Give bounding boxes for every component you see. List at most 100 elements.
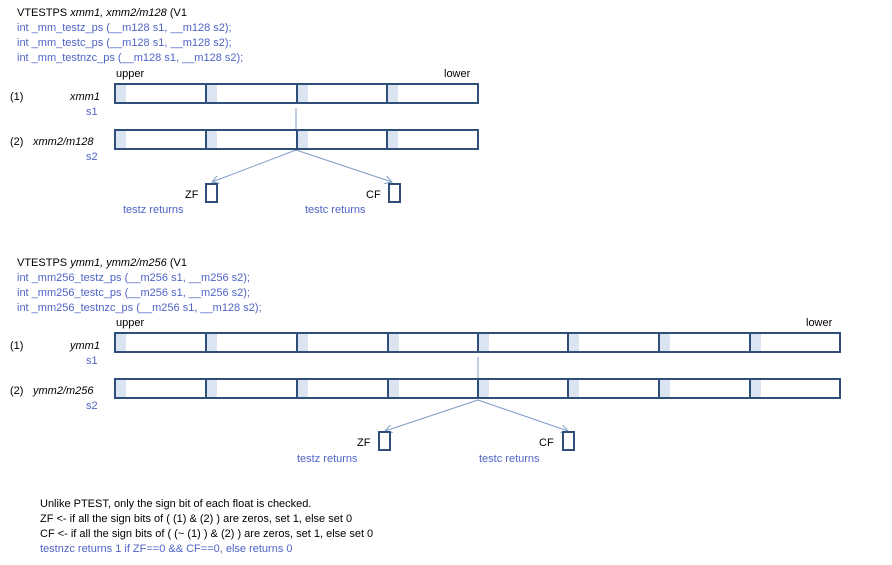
zf-label-256: ZF xyxy=(357,437,371,449)
arrow-128-to-zf xyxy=(212,149,297,182)
float-lane xyxy=(660,334,751,351)
sign-bit xyxy=(298,380,308,397)
float-lane xyxy=(569,380,660,397)
title-256-prefix: VTESTPS xyxy=(17,257,71,269)
float-lane xyxy=(388,85,477,102)
reg2-sub-256: s2 xyxy=(86,400,98,412)
sign-bit xyxy=(569,380,579,397)
reg1-sub-128: s1 xyxy=(86,106,98,118)
float-lane xyxy=(479,334,569,351)
intrinsic-testc-128: int _mm_testc_ps (__m128 s1, __m128 s2); xyxy=(17,37,232,49)
float-lane xyxy=(207,85,298,102)
note-cf-rule: CF <- if all the sign bits of ( (~ (1) )… xyxy=(40,528,374,540)
arrow-128-to-cf xyxy=(295,149,392,182)
float-lane xyxy=(751,380,839,397)
intrinsic-testnzc-128: int _mm_testnzc_ps (__m128 s1, __m128 s2… xyxy=(17,52,244,64)
cf-flag-box-256 xyxy=(562,431,575,451)
note-sign-bit: Unlike PTEST, only the sign bit of each … xyxy=(40,498,312,510)
reg2-sub-128: s2 xyxy=(86,151,98,163)
register-ymm2-m256 xyxy=(114,378,841,399)
float-lane xyxy=(298,334,389,351)
register-ymm1 xyxy=(114,332,841,353)
register-xmm2-m128 xyxy=(114,129,479,150)
label-upper-128: upper xyxy=(116,68,145,80)
sign-bit xyxy=(751,380,761,397)
reg2-index-256: (2) xyxy=(10,385,24,397)
sign-bit xyxy=(660,334,670,351)
label-lower-128: lower xyxy=(444,68,471,80)
float-lane xyxy=(207,380,298,397)
sign-bit xyxy=(207,85,217,102)
sign-bit xyxy=(207,380,217,397)
sign-bit xyxy=(298,85,308,102)
float-lane xyxy=(298,85,388,102)
label-upper-256: upper xyxy=(116,317,145,329)
float-lane xyxy=(298,380,389,397)
arrow-256-to-zf xyxy=(385,399,479,431)
register-xmm1 xyxy=(114,83,479,104)
testc-returns-128: testc returns xyxy=(305,204,366,216)
title-256-operands: ymm1, ymm2/m256 xyxy=(70,257,167,269)
float-lane xyxy=(207,334,298,351)
sign-bit xyxy=(389,334,399,351)
sign-bit xyxy=(116,85,126,102)
cf-flag-box-128 xyxy=(388,183,401,203)
sign-bit xyxy=(751,334,761,351)
float-lane xyxy=(116,131,207,148)
zf-flag-box-128 xyxy=(205,183,218,203)
sign-bit xyxy=(116,380,126,397)
title-128-operands: xmm1, xmm2/m128 xyxy=(70,7,167,19)
float-lane xyxy=(389,380,479,397)
sign-bit xyxy=(389,380,399,397)
intrinsic-testnzc-256: int _mm256_testnzc_ps (__m256 s1, __m128… xyxy=(17,302,262,314)
float-lane xyxy=(298,131,388,148)
sign-bit xyxy=(479,334,489,351)
sign-bit xyxy=(388,131,398,148)
reg1-index-256: (1) xyxy=(10,340,24,352)
float-lane xyxy=(388,131,477,148)
float-lane xyxy=(569,334,660,351)
reg1-name-128: xmm1 xyxy=(70,91,100,103)
note-testnzc-rule: testnzc returns 1 if ZF==0 && CF==0, els… xyxy=(40,543,293,555)
sign-bit xyxy=(479,380,489,397)
note-zf-rule: ZF <- if all the sign bits of ( (1) & (2… xyxy=(40,513,353,525)
sign-bit xyxy=(660,380,670,397)
float-lane xyxy=(479,380,569,397)
title-256-suffix: (V1 xyxy=(166,257,187,269)
float-lane xyxy=(116,85,207,102)
reg1-name-256: ymm1 xyxy=(70,340,100,352)
intrinsic-testc-256: int _mm256_testc_ps (__m256 s1, __m256 s… xyxy=(17,287,250,299)
sign-bit xyxy=(207,131,217,148)
sign-bit xyxy=(388,85,398,102)
float-lane xyxy=(207,131,298,148)
float-lane xyxy=(751,334,839,351)
float-lane xyxy=(116,334,207,351)
sign-bit xyxy=(298,334,308,351)
testz-returns-128: testz returns xyxy=(123,204,184,216)
label-lower-256: lower xyxy=(806,317,833,329)
sign-bit xyxy=(569,334,579,351)
title-128: VTESTPS xmm1, xmm2/m128 (V1 xyxy=(17,7,187,20)
title-128-suffix: (V1 xyxy=(166,7,187,19)
zf-flag-box-256 xyxy=(378,431,391,451)
float-lane xyxy=(389,334,479,351)
intrinsic-testz-256: int _mm256_testz_ps (__m256 s1, __m256 s… xyxy=(17,272,250,284)
testz-returns-256: testz returns xyxy=(297,453,358,465)
reg2-name-256: ymm2/m256 xyxy=(33,385,94,397)
testc-returns-256: testc returns xyxy=(479,453,540,465)
sign-bit xyxy=(298,131,308,148)
float-lane xyxy=(660,380,751,397)
intrinsic-testz-128: int _mm_testz_ps (__m128 s1, __m128 s2); xyxy=(17,22,232,34)
sign-bit xyxy=(207,334,217,351)
reg2-name-128: xmm2/m128 xyxy=(33,136,94,148)
sign-bit xyxy=(116,334,126,351)
zf-label-128: ZF xyxy=(185,189,199,201)
float-lane xyxy=(116,380,207,397)
cf-label-256: CF xyxy=(539,437,554,449)
reg1-sub-256: s1 xyxy=(86,355,98,367)
arrow-256-to-cf xyxy=(477,399,568,431)
reg2-index-128: (2) xyxy=(10,136,24,148)
cf-label-128: CF xyxy=(366,189,381,201)
reg1-index-128: (1) xyxy=(10,91,24,103)
